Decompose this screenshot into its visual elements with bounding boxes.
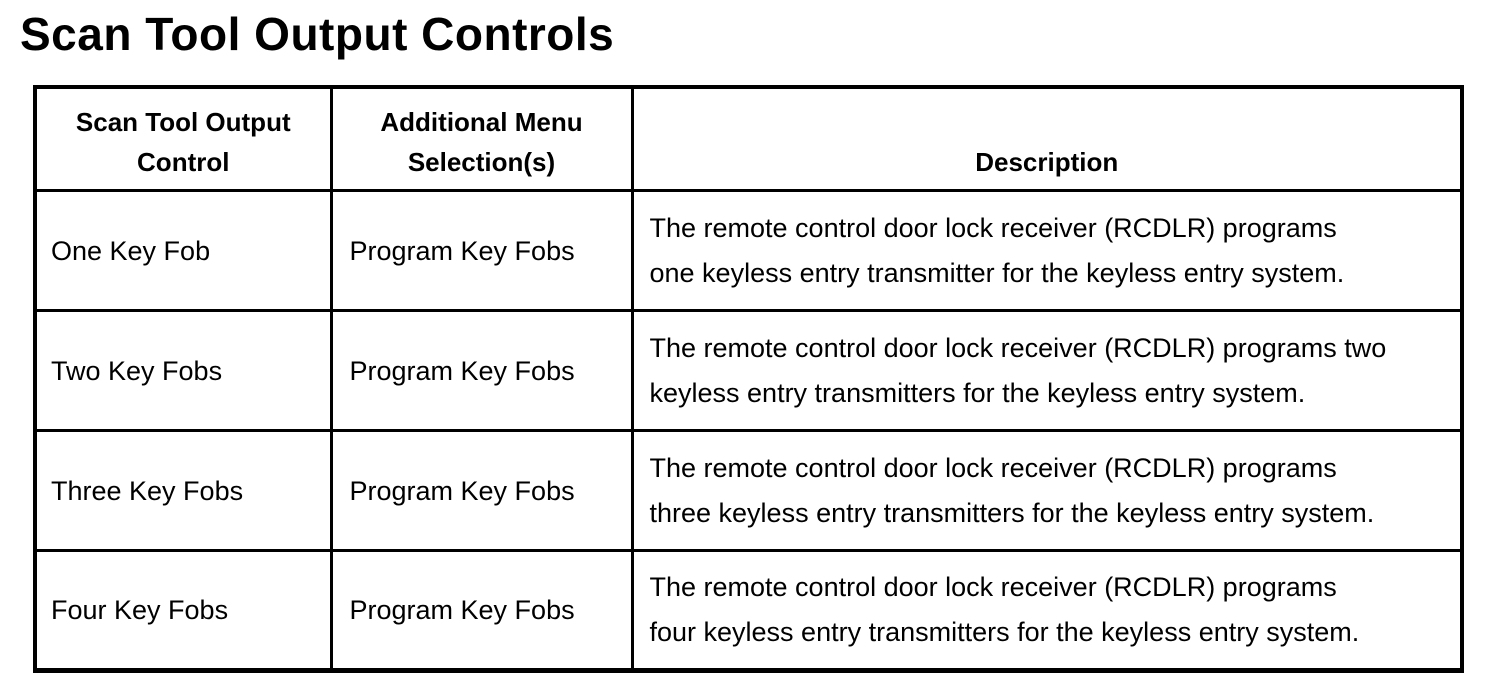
header-cell-description: Description: [630, 85, 1464, 193]
table-row: Three Key Fobs Program Key Fobs The remo…: [33, 429, 1464, 553]
header-cell-menu: Additional Menu Selection(s): [329, 85, 634, 193]
cell-menu: Program Key Fobs: [329, 549, 634, 673]
cell-description: The remote control door lock receiver (R…: [630, 189, 1464, 313]
cell-menu: Program Key Fobs: [329, 189, 634, 313]
cell-control: One Key Fob: [33, 189, 333, 313]
table-row: One Key Fob Program Key Fobs The remote …: [33, 189, 1464, 313]
page-title: Scan Tool Output Controls: [20, 8, 615, 60]
cell-control: Four Key Fobs: [33, 549, 333, 673]
table-header: Scan Tool Output Control Additional Menu…: [33, 85, 1464, 193]
table-body: One Key Fob Program Key Fobs The remote …: [33, 189, 1464, 673]
table-row: Four Key Fobs Program Key Fobs The remot…: [33, 549, 1464, 673]
cell-control: Two Key Fobs: [33, 309, 333, 433]
cell-menu: Program Key Fobs: [329, 429, 634, 553]
cell-control: Three Key Fobs: [33, 429, 333, 553]
header-cell-control: Scan Tool Output Control: [33, 85, 333, 193]
cell-description: The remote control door lock receiver (R…: [630, 549, 1464, 673]
header-row: Scan Tool Output Control Additional Menu…: [33, 85, 1464, 193]
cell-description: The remote control door lock receiver (R…: [630, 309, 1464, 433]
table-row: Two Key Fobs Program Key Fobs The remote…: [33, 309, 1464, 433]
scan-tool-output-table: Scan Tool Output Control Additional Menu…: [33, 84, 1464, 674]
cell-menu: Program Key Fobs: [329, 309, 634, 433]
cell-description: The remote control door lock receiver (R…: [630, 429, 1464, 553]
